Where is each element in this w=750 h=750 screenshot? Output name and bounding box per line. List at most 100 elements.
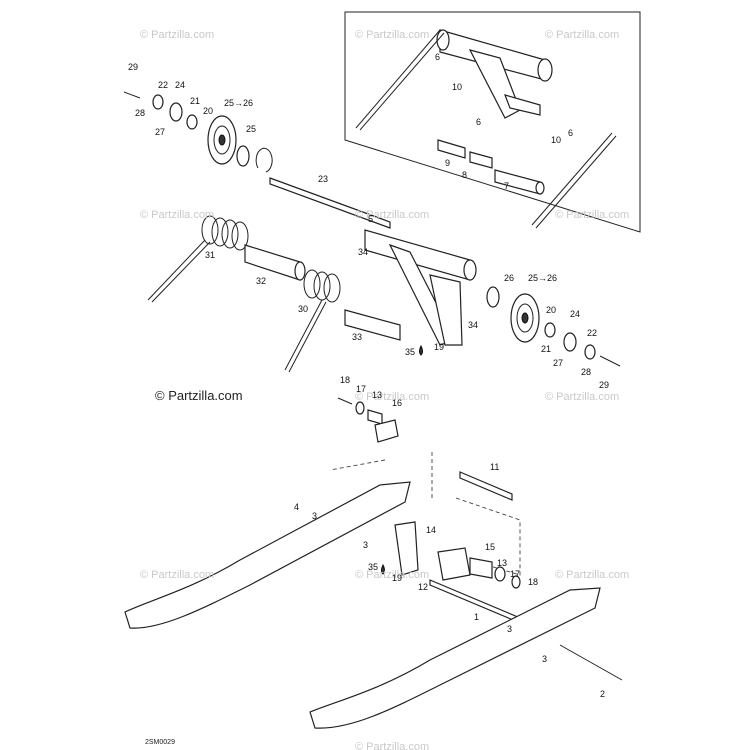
partzilla-brand-text: © Partzilla.com [155,388,243,403]
part-number-label: 4 [294,502,299,512]
part-number-label: 10 [551,135,561,145]
watermark-text: © Partzilla.com [355,29,429,41]
part-number-label: 24 [570,309,580,319]
watermark-text: © Partzilla.com [355,569,429,581]
part-number-label: 14 [426,525,436,535]
part-number-label: 20 [546,305,556,315]
part-number-label: 27 [553,358,563,368]
watermark-text: © Partzilla.com [140,209,214,221]
part-number-label: 3 [363,540,368,550]
part-number-label: 29 [128,62,138,72]
right-hardware-lower [437,547,521,589]
watermark-text: © Partzilla.com [545,29,619,41]
inset-frame [344,11,641,233]
part-number-label: 5 [368,214,373,224]
drop-icon-lower [381,563,385,575]
part-number-label: 33 [352,332,362,342]
watermark-layer: © Partzilla.com © Partzilla.com © Partzill… [140,29,629,750]
watermark-text: © Partzilla.com [545,391,619,403]
part-number-label: 16 [392,398,402,408]
part-number-label: 28 [581,367,591,377]
splined-sleeve-33 [344,309,401,341]
spring-bushing-32 [244,244,301,281]
part-number-label: 9 [445,158,450,168]
rear-shaft-11 [459,471,513,501]
part-number-label: 6 [568,128,573,138]
drop-icon-upper [419,344,423,356]
part-number-label: 19 [392,573,402,583]
part-number-label: 13 [372,390,382,400]
hardware-right-stack [544,322,621,367]
part-number-label: 18 [528,577,538,587]
part-number-label: 17 [510,569,520,579]
slide-rail-left [124,481,411,629]
leader-lines [329,452,521,576]
diagram-code: 2SM0029 [145,739,175,746]
part-number-label: 32 [256,276,266,286]
bearing-left [236,145,250,167]
bearing-right [486,286,500,308]
spring-bushing-end [294,261,306,281]
part-number-label: 10 [452,82,462,92]
part-number-label: 2 [600,689,605,699]
part-number-label: 3 [507,624,512,634]
part-number-label: 12 [418,582,428,592]
part-number-label: 3 [542,654,547,664]
part-number-label: 13 [497,558,507,568]
watermark-text: © Partzilla.com [355,741,429,750]
part-number-label: 25 [246,124,256,134]
circlip-left [255,147,273,173]
part-number-label: 19 [434,342,444,352]
watermark-text: © Partzilla.com [140,29,214,41]
part-number-label: 22 [587,328,597,338]
part-number-label: 8 [462,170,467,180]
part-number-label: 34 [468,320,478,330]
watermark-text: © Partzilla.com [140,569,214,581]
part-number-label: 25→26 [224,98,253,108]
swing-arm-frame [364,229,477,346]
idler-wheel-right [510,293,540,343]
part-number-label: 6 [476,117,481,127]
part-number-label: 35 [405,347,415,357]
part-number-label: 28 [135,108,145,118]
idler-wheel-left [207,115,237,165]
part-number-label: 11 [490,462,499,472]
part-number-label: 29 [599,380,609,390]
part-number-label: 26 [504,273,514,283]
torsion-spring-right [284,269,341,373]
inset-cross-tube-assembly [355,29,617,229]
part-number-label: 22 [158,80,168,90]
part-number-label: 7 [504,181,509,191]
hardware-left-stack [123,91,198,130]
watermark-text: © Partzilla.com [555,209,629,221]
part-number-label: 15 [485,542,495,552]
part-number-label: 17 [356,384,366,394]
rear-arm-14 [394,521,419,576]
main-shaft [269,177,391,229]
part-number-label: 18 [340,375,350,385]
part-number-label: 34 [358,247,368,257]
part-number-label: 21 [541,344,551,354]
part-number-label: 31 [205,250,215,260]
part-number-label: 24 [175,80,185,90]
part-number-label: 20 [203,106,213,116]
rear-axle-2 [559,644,623,681]
part-number-label: 30 [298,304,308,314]
part-number-label: 27 [155,127,165,137]
watermark-text: © Partzilla.com [355,209,429,221]
part-number-label: 6 [435,52,440,62]
mid-hardware [337,397,399,443]
part-number-label: 21 [190,96,200,106]
part-number-label: 3 [312,511,317,521]
part-number-label: 1 [474,612,479,622]
torsion-spring-left [147,215,249,303]
part-number-label: 35 [368,562,378,572]
watermark-text: © Partzilla.com [355,391,429,403]
watermark-text: © Partzilla.com [555,569,629,581]
slide-rail-right [309,587,601,729]
part-number-label: 25→26 [528,273,557,283]
part-number-label: 23 [318,174,328,184]
